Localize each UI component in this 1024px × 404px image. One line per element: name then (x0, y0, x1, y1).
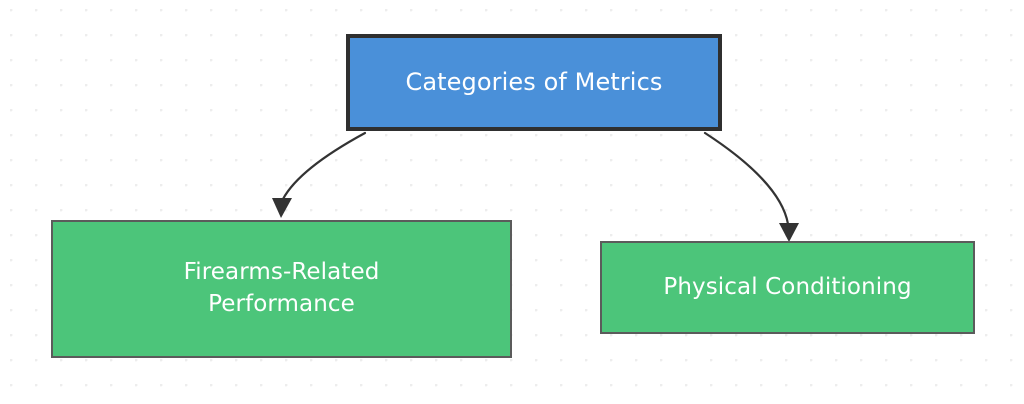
edge-root-to-firearms (281, 131, 367, 201)
node-label-physical: Physical Conditioning (663, 273, 912, 300)
arrowhead-root-to-physical (779, 223, 799, 242)
node-physical-conditioning[interactable]: Physical Conditioning (600, 241, 975, 334)
node-firearms-related-performance[interactable]: Firearms-Related Performance (51, 220, 512, 358)
node-label-firearms: Firearms-Related Performance (183, 259, 380, 317)
node-label-root: Categories of Metrics (405, 67, 663, 96)
edge-root-to-physical (703, 131, 790, 226)
node-categories-of-metrics[interactable]: Categories of Metrics (346, 34, 722, 131)
arrowhead-root-to-firearms (272, 198, 292, 218)
